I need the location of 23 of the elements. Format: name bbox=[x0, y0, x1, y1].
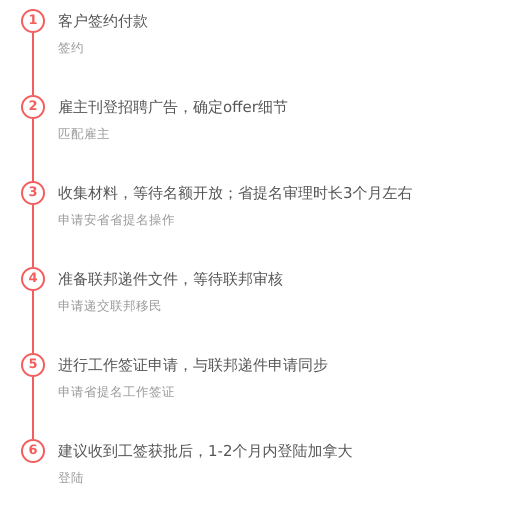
step-subtitle: 申请递交联邦移民 bbox=[58, 298, 162, 314]
step-number-circle: 2 bbox=[21, 95, 45, 119]
step-subtitle: 登陆 bbox=[58, 470, 84, 486]
step-title: 收集材料，等待名额开放；省提名审理时长3个月左右 bbox=[58, 183, 413, 203]
step-number-circle: 5 bbox=[21, 353, 45, 377]
connector-line bbox=[32, 119, 34, 181]
connector-line bbox=[32, 377, 34, 439]
step-title: 客户签约付款 bbox=[58, 11, 148, 31]
step-number-circle: 3 bbox=[21, 181, 45, 205]
step-subtitle: 签约 bbox=[58, 40, 84, 56]
step-number-circle: 4 bbox=[21, 267, 45, 291]
step-subtitle: 申请省提名工作签证 bbox=[58, 384, 175, 400]
step-title: 建议收到工签获批后，1-2个月内登陆加拿大 bbox=[58, 441, 352, 461]
step-number-circle: 1 bbox=[21, 9, 45, 33]
step-subtitle: 申请安省省提名操作 bbox=[58, 212, 175, 228]
step-title: 进行工作签证申请，与联邦递件申请同步 bbox=[58, 355, 328, 375]
connector-line bbox=[32, 205, 34, 267]
connector-line bbox=[32, 33, 34, 95]
step-title: 雇主刊登招聘广告，确定offer细节 bbox=[58, 97, 288, 117]
step-title: 准备联邦递件文件，等待联邦审核 bbox=[58, 269, 283, 289]
step-number-circle: 6 bbox=[21, 439, 45, 463]
connector-line bbox=[32, 291, 34, 353]
step-subtitle: 匹配雇主 bbox=[58, 126, 110, 142]
